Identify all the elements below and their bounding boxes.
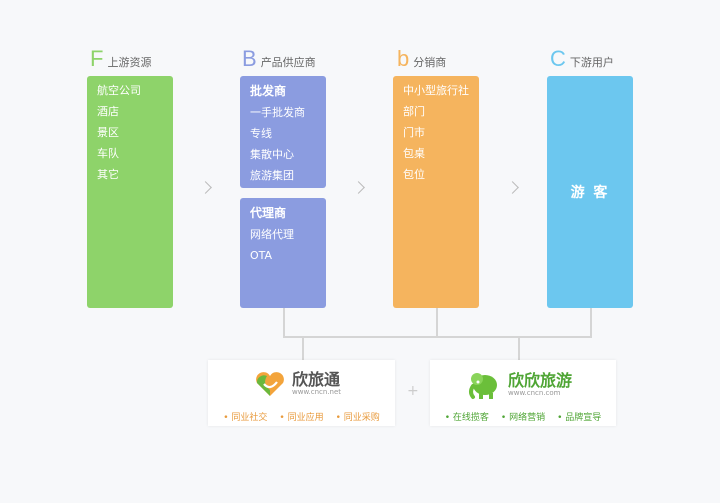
feature-list: • 在线揽客 • 网络营销 • 品牌宣导 bbox=[430, 410, 616, 423]
column-header-distributor: b 分销商 bbox=[397, 46, 446, 72]
list-item: 景区 bbox=[97, 126, 119, 139]
card-domain: www.cncn.com bbox=[508, 388, 561, 397]
chevron-right-icon bbox=[199, 181, 212, 194]
column-letter: C bbox=[550, 46, 566, 71]
list-item: 网络代理 bbox=[250, 228, 294, 241]
wholesaler-title: 批发商 bbox=[250, 84, 287, 98]
agent-title: 代理商 bbox=[250, 206, 287, 220]
wholesaler-box: 批发商 一手批发商 专线 集散中心 旅游集团 bbox=[240, 76, 326, 188]
list-item: 酒店 bbox=[97, 105, 119, 118]
column-letter: b bbox=[397, 46, 410, 71]
column-header-upstream: F 上游资源 bbox=[90, 46, 151, 72]
feature-item: • 在线揽客 bbox=[444, 413, 489, 423]
feature-item: • 品牌宣导 bbox=[557, 413, 602, 423]
elephant-logo-icon bbox=[469, 373, 497, 399]
chevron-right-icon bbox=[352, 181, 365, 194]
downstream-box: 游 客 bbox=[547, 76, 633, 308]
column-letter: B bbox=[242, 46, 257, 71]
feature-item: • 同业采购 bbox=[335, 413, 380, 423]
connector-line bbox=[302, 336, 304, 360]
column-header-downstream: C 下游用户 bbox=[550, 46, 614, 72]
list-item: OTA bbox=[250, 249, 273, 262]
card-brand: 欣欣旅游 bbox=[508, 370, 573, 390]
list-item: 航空公司 bbox=[97, 84, 141, 97]
column-title: 上游资源 bbox=[107, 56, 152, 69]
connector-line bbox=[283, 308, 285, 337]
column-title: 产品供应商 bbox=[260, 56, 316, 69]
column-title: 下游用户 bbox=[569, 56, 614, 69]
chevron-right-icon bbox=[506, 181, 519, 194]
heart-logo-icon bbox=[256, 372, 284, 396]
column-header-supplier: B 产品供应商 bbox=[242, 46, 316, 72]
list-item: 旅游集团 bbox=[250, 169, 294, 182]
list-item: 包位 bbox=[403, 168, 425, 181]
platform-card-cncn-net: 欣旅通 www.cncn.net • 同业社交 • 同业应用 • 同业采购 bbox=[208, 360, 395, 426]
card-logo: 欣欣旅游 www.cncn.com bbox=[468, 370, 572, 400]
platform-card-cncn-com: 欣欣旅游 www.cncn.com • 在线揽客 • 网络营销 • 品牌宣导 bbox=[430, 360, 616, 426]
card-logo: 欣旅通 www.cncn.net bbox=[254, 370, 341, 398]
list-item: 集散中心 bbox=[250, 148, 294, 161]
list-item: 包桌 bbox=[403, 147, 425, 160]
list-item: 部门 bbox=[403, 105, 425, 118]
connector-line bbox=[518, 336, 520, 360]
connector-line bbox=[436, 308, 438, 337]
connector-line bbox=[283, 336, 592, 338]
list-item: 专线 bbox=[250, 127, 272, 140]
list-item: 车队 bbox=[97, 147, 119, 160]
list-item: 一手批发商 bbox=[250, 106, 305, 119]
upstream-box: 航空公司 酒店 景区 车队 其它 bbox=[87, 76, 173, 308]
feature-item: • 同业社交 bbox=[223, 413, 268, 423]
column-title: 分销商 bbox=[413, 56, 447, 69]
column-letter: F bbox=[90, 46, 104, 71]
feature-item: • 网络营销 bbox=[500, 413, 546, 423]
list-item: 门市 bbox=[403, 126, 425, 139]
agent-box: 代理商 网络代理 OTA bbox=[240, 198, 326, 308]
list-item: 其它 bbox=[97, 168, 119, 181]
list-item: 中小型旅行社 bbox=[403, 84, 469, 97]
feature-item: • 同业应用 bbox=[279, 413, 324, 423]
tourist-label: 游 客 bbox=[570, 185, 610, 201]
connector-line bbox=[590, 308, 592, 337]
card-brand: 欣旅通 bbox=[292, 369, 341, 389]
card-domain: www.cncn.net bbox=[292, 387, 342, 396]
plus-sign: + bbox=[407, 383, 419, 399]
feature-list: • 同业社交 • 同业应用 • 同业采购 bbox=[208, 410, 395, 423]
distributor-box: 中小型旅行社 部门 门市 包桌 包位 bbox=[393, 76, 479, 308]
